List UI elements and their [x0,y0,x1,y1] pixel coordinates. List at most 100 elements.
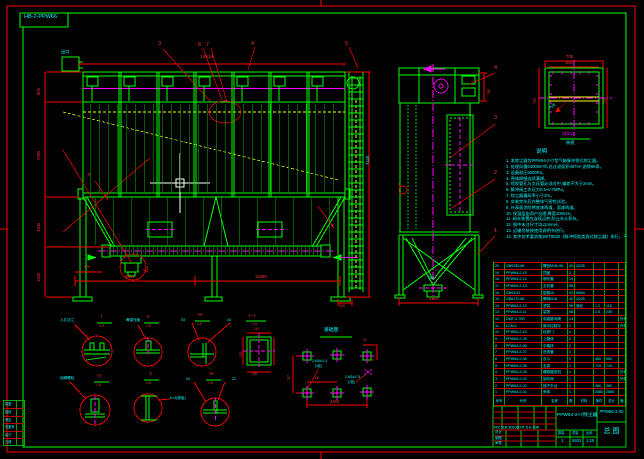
detail2-num: II [147,315,150,320]
drawing-type: 总 图 [603,428,620,435]
section-dim-left: 120 [239,351,243,357]
dim-bottom-2: 4534 [125,274,135,279]
note-line: 1. 本除尘器为PPW64-2×7型气箱脉冲袋式除尘器。 [506,158,601,163]
dim-bottom-3: 14068 [255,274,267,279]
detail-centerlines [94,333,275,424]
signature-row: 设计 [495,430,502,434]
dim-top: 14618 [200,55,214,60]
note-line: 3. 设备耐压5000Pa。 [506,169,547,175]
detail3-post: 24 [227,318,231,322]
detail5-scale: 1:5 [146,381,151,385]
margin-row: 描校 [4,408,24,416]
dim-bottom-1: 820 [84,265,90,269]
margin-row: 底图号 [4,423,24,431]
side-balloon-3: 3 [494,115,498,121]
balloon-7: 7 [206,42,210,48]
margin-row: 装订 [4,430,24,438]
detail6-num: VI [209,372,214,377]
flow-arrow-right [332,254,342,261]
signature-row: 制图 [495,435,502,440]
drawing-title: PPW64-2×7除尘器 [557,413,598,418]
plan-dim-right: 745 [603,98,607,104]
plan-view-label: 俯视 [566,140,575,145]
scale-value: 1:25 [586,438,595,443]
side-balloon-2: 2 [494,170,498,176]
margin-row: 描图 [4,401,24,409]
note-line: 10. 保温层由用户自理,厚度100mm。 [506,210,575,216]
note-line: 2. 处理风量64000m³/h,总过滤面积497m²,滤袋98条。 [506,163,604,169]
balloon-3: 3 [158,41,162,47]
side-view [394,67,484,299]
plan-dim-top1: 738 [566,54,573,59]
title-block-rev-lines [493,411,556,442]
detail3-pre: δ3 [181,318,185,322]
side-dim-discharge: 380 [428,276,434,280]
note-line: 12. 图中未注尺寸均以mm计。 [506,222,562,228]
side-dim-bottom: 3150 [429,296,439,301]
detail5-post: δ=3(垫板) [170,396,186,400]
detail1-scale: 1:5 [99,324,104,328]
note-line: 5. 喷吹管孔与文氏管必须对中,偏差不大于2mm。 [506,181,597,187]
side-balloon-4: 4 [494,65,498,71]
balloon-5: 5 [345,41,349,47]
detail1-num: I [101,315,103,320]
plan-dim-left: 705 [533,98,537,104]
detail6-post: 22 [232,377,236,381]
anchor-ann2a: 2-M24×7.5 [345,375,361,379]
dim-left-3: 1540 [36,222,41,232]
note-line: 11. 卸灰装置应连续运转,防止灰斗积灰。 [506,216,581,222]
margin-row: 审定 [4,415,24,424]
anchor-ann1a: 2-M16×1.5 [312,359,328,363]
anchor-dim-r1: 90 [363,338,367,342]
front-view-dims [44,46,371,306]
weight-header: 重量 [572,431,579,435]
note-line: 9. 外表面涂防锈底漆两道、面漆两道。 [506,204,578,210]
detail3-scale: 1:5 [197,322,202,326]
anchor-dim-left: 757 [287,375,291,381]
margin-table: 描图描校审定底图号装订日期 [3,400,25,446]
detail6-scale: 1:5 [208,381,213,385]
signature-rows: 设计制图审核 [493,430,556,447]
anchor-ann2b: (2处) [348,380,356,384]
front-view-centerlines [83,88,358,258]
anchor-plan-title: 基础图 [324,328,339,333]
detail5-num: V [149,372,153,377]
drawing-number: PPW66-2-00 [599,409,624,414]
plan-view-centerlines [538,60,612,136]
notes-page-ref: 2 [624,233,627,238]
anchor-dim-r2: 75 [370,358,374,362]
detail-circles [69,322,275,427]
sheet-ref-label: HB-2-PPW66 [24,14,58,20]
revision-row: 标记 处数 更改文件号 签名 日期 [494,425,539,429]
anchor-dim-inner: (4) [315,376,320,380]
anchor-plan-crosses [363,368,373,376]
balloon-8: 8 [331,224,334,229]
dim-left-4: 1530 [36,272,41,282]
notes-title: 说明 [536,149,548,155]
detail4-num: IV [97,374,102,379]
detail6-pre: 24 [186,377,190,381]
detail4-pre: 地脚螺栓 [60,376,75,380]
dim-right-small: 500 [339,304,345,308]
dim-left-2: 2990 [36,150,41,160]
section-dim-bottom: 190 [252,372,258,376]
side-balloon-1: 1 [494,228,498,234]
note-line: 6. 脉冲阀工作压力0.5~0.7MPa。 [506,187,567,193]
